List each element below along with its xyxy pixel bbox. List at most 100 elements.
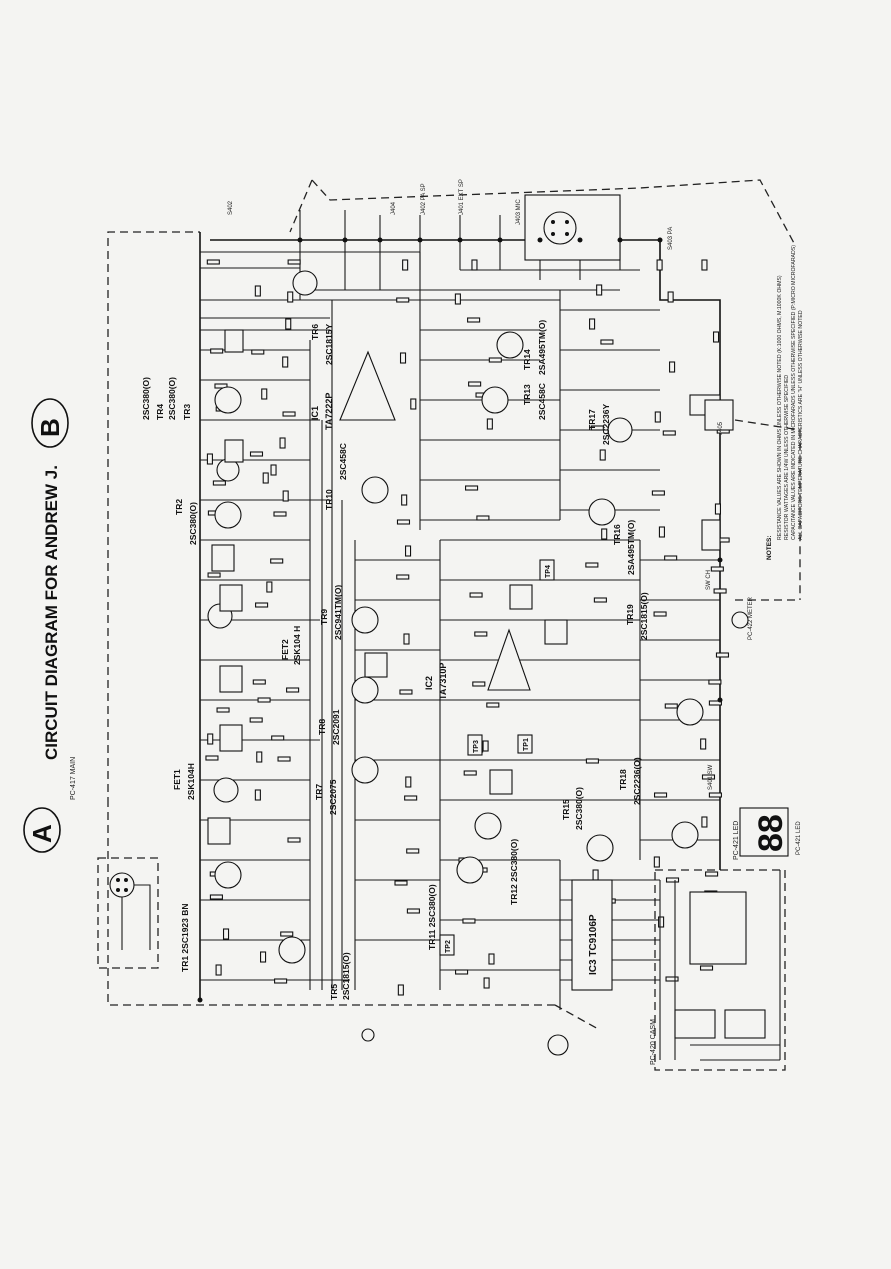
- resistor: [701, 816, 708, 828]
- note-1: RESISTANCE VALUES ARE SHOWN IN OHMS UNLE…: [777, 275, 783, 540]
- resistor: [699, 965, 714, 971]
- connector-label-pa-sp: J402 PA SP: [421, 183, 427, 215]
- tr14-label: TR14: [522, 349, 532, 370]
- board-label-led: PC-421 LED: [796, 821, 802, 855]
- resistor: [399, 689, 413, 695]
- resistor: [701, 774, 716, 780]
- tr9-part: 2SC941TM(O): [333, 585, 343, 640]
- resistor: [257, 697, 271, 703]
- resistor: [665, 976, 679, 982]
- notes-block: NOTES: RESISTANCE VALUES ARE SHOWN IN OH…: [766, 245, 804, 560]
- resistor: [715, 652, 730, 658]
- resistor: [708, 792, 722, 798]
- circle-mark-b: B: [31, 398, 69, 448]
- resistor: [472, 681, 486, 687]
- tr17-label: TR17: [587, 409, 597, 430]
- resistor: [592, 869, 599, 881]
- board-outline-power: [734, 419, 801, 601]
- resistor: [270, 558, 284, 564]
- resistor: [585, 562, 599, 568]
- resistor: [404, 545, 412, 557]
- resistor: [261, 388, 268, 400]
- resistor: [249, 451, 264, 457]
- switch-label-sw: S401 SW: [708, 764, 714, 790]
- resistor: [662, 430, 676, 436]
- resistor: [601, 528, 608, 540]
- resistor: [396, 574, 410, 580]
- resistor: [397, 984, 404, 996]
- resistor: [405, 776, 412, 788]
- tr15-part: 2SC380(O): [574, 787, 584, 830]
- ic2-symbol: [487, 628, 531, 691]
- tr5-label: TR5: [329, 984, 339, 1000]
- resistor: [482, 740, 489, 752]
- power-connector-blocks: [689, 394, 734, 551]
- connector-label-mic: J403 MIC: [516, 199, 522, 225]
- passive-components: [205, 259, 730, 996]
- note-3: CAPACITANCE VALUES ARE INDICATED IN MICR…: [791, 245, 797, 540]
- resistor: [590, 425, 604, 431]
- resistor: [669, 361, 676, 373]
- tr17-part: 2SC2236Y: [601, 404, 611, 445]
- resistor: [207, 572, 221, 578]
- resistor: [486, 418, 493, 430]
- resistor: [396, 297, 410, 303]
- resistor: [209, 894, 223, 900]
- resistor: [216, 707, 230, 713]
- resistor: [596, 284, 603, 296]
- tr19-part: 2SC1815(O): [639, 592, 649, 640]
- tr11-label: TR11 2SC380(O): [427, 884, 437, 950]
- resistor: [287, 291, 294, 303]
- resistor: [280, 931, 294, 937]
- note-2: RESISTOR WATTAGES ARE 1/4W UNLESS OTHERW…: [784, 375, 790, 540]
- resistor: [260, 951, 267, 963]
- resistor: [222, 928, 230, 940]
- tr16-label: TR16: [612, 524, 622, 545]
- connector-label-ext-sp: J401 EXT SP: [459, 179, 465, 215]
- ic3-label: IC3 TC9106P: [588, 914, 599, 975]
- resistor: [665, 877, 680, 883]
- board-label-main: PC-417 MAIN: [70, 757, 77, 800]
- resistor: [277, 756, 291, 762]
- tr2-part: 2SC380(O): [188, 502, 198, 545]
- tr5-part: 2SC1815(O): [341, 952, 351, 1000]
- ic-labels: IC1 TA7222P IC2 TA7310P IC3 TC9106P: [310, 393, 599, 975]
- led-display-digits: 88: [752, 814, 790, 852]
- tr16-part: 2SA495TM(O): [626, 520, 636, 575]
- resistor: [600, 339, 614, 345]
- resistor: [410, 398, 417, 410]
- switch-label-ch: SW CH: [706, 570, 712, 590]
- board-label-meter: PC-422 METER: [748, 596, 754, 640]
- ic2-label: IC2: [424, 676, 434, 690]
- resistor: [266, 581, 273, 593]
- resistor: [710, 566, 724, 572]
- resistor: [214, 383, 228, 389]
- resistor: [701, 259, 708, 271]
- resistor: [654, 411, 661, 423]
- tr6-label: TR6: [310, 324, 320, 340]
- resistor: [708, 700, 722, 706]
- tr13-label: TR13: [522, 384, 532, 405]
- tr12-label: TR12 2SC380(O): [509, 839, 519, 905]
- tp1-label: TP1: [523, 738, 530, 751]
- resistor: [251, 349, 265, 355]
- diagram-title: CIRCUIT DIAGRAM FOR ANDREW J.: [42, 465, 61, 760]
- resistor: [206, 259, 220, 265]
- fet1-label: FET1: [172, 769, 182, 790]
- resistor: [286, 687, 300, 693]
- resistor: [469, 592, 483, 598]
- resistor: [205, 755, 219, 761]
- resistor: [282, 411, 296, 417]
- tr1-label: TR1 2SC1923 BN: [180, 903, 190, 972]
- tr4-label: TR4: [155, 404, 165, 420]
- resistor: [394, 880, 408, 886]
- casm-channel-switch: [659, 870, 781, 1061]
- resistor: [396, 519, 411, 525]
- tp2-label: TP2: [445, 940, 452, 953]
- resistor: [471, 259, 478, 271]
- resistor: [713, 588, 727, 594]
- resistor: [708, 679, 722, 685]
- resistor: [585, 758, 599, 764]
- resistor: [476, 515, 490, 521]
